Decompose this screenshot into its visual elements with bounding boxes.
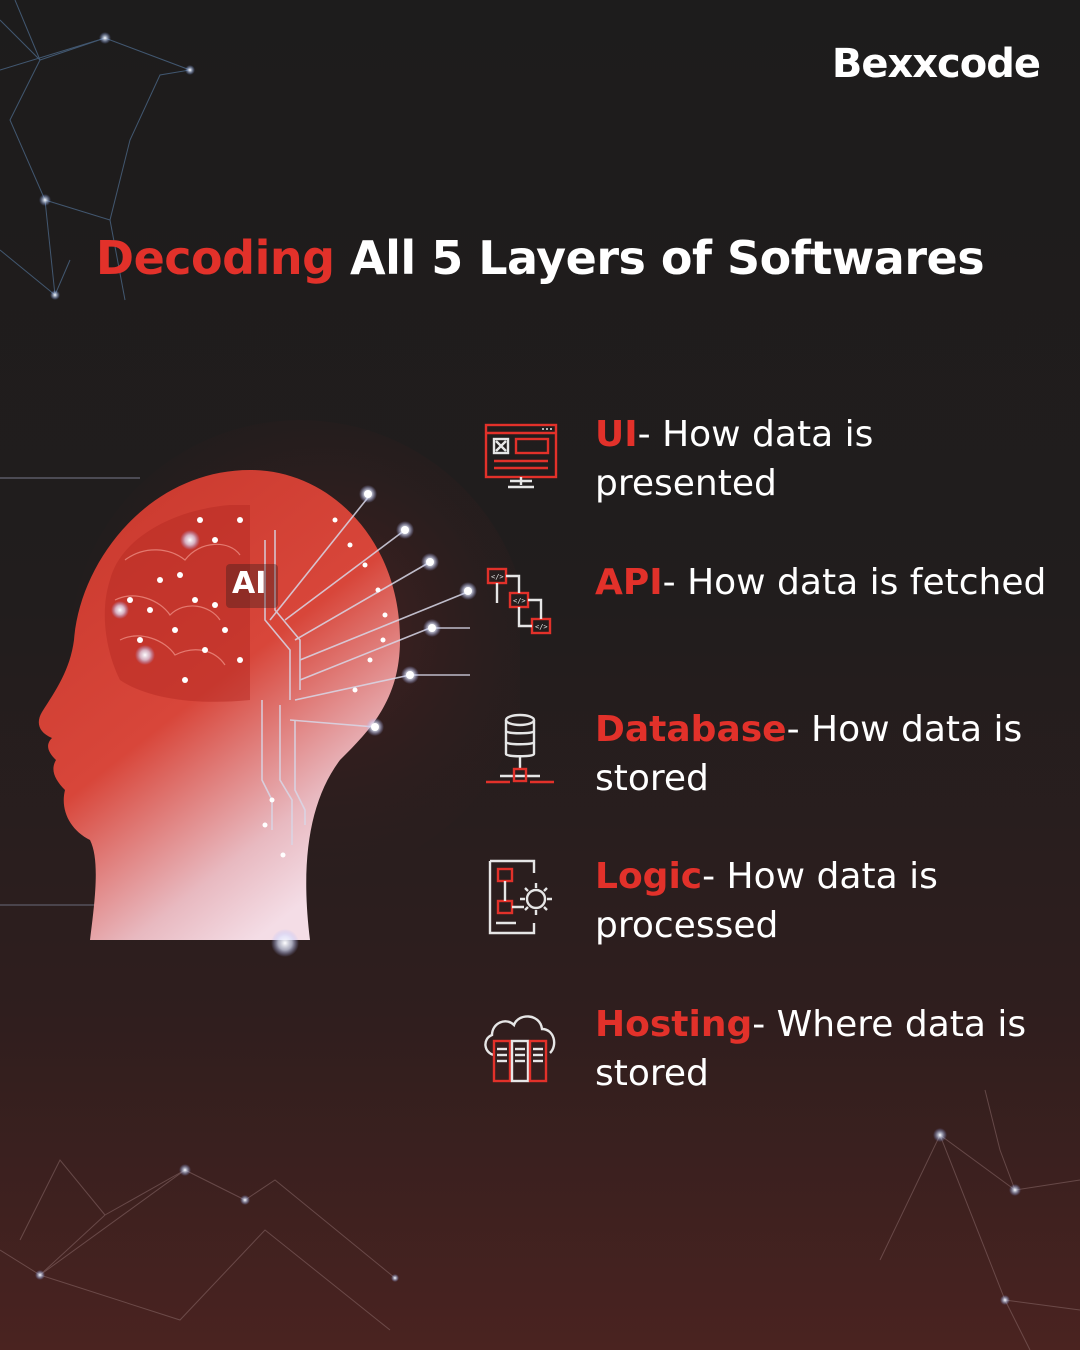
layer-ui-text: UI- How data is presented bbox=[595, 410, 1055, 508]
layer-ui-name: UI bbox=[595, 414, 638, 455]
layer-logic: Logic- How data is processed bbox=[480, 852, 1060, 972]
brand-logo: Bexxcode bbox=[831, 41, 1041, 87]
ai-head-illustration bbox=[0, 420, 520, 957]
layer-logic-text: Logic- How data is processed bbox=[595, 852, 1055, 950]
cloud-server-icon bbox=[484, 1015, 556, 1083]
svg-text:</>: </> bbox=[513, 597, 526, 605]
layer-hosting-text: Hosting- Where data is stored bbox=[595, 1000, 1055, 1098]
title-rest: All 5 Layers of Softwares bbox=[350, 231, 985, 285]
layer-database-name: Database bbox=[595, 709, 787, 750]
ai-label: AI bbox=[232, 566, 267, 601]
layer-ui: UI- How data is presented bbox=[480, 410, 1060, 530]
layer-database: Database- How data is stored bbox=[480, 705, 1060, 825]
layer-api-name: API bbox=[595, 562, 663, 603]
database-icon bbox=[486, 713, 554, 784]
svg-text:</>: </> bbox=[491, 573, 504, 581]
layer-logic-name: Logic bbox=[595, 856, 703, 897]
layer-database-desc: - How data is stored bbox=[595, 709, 1023, 799]
title-accent: Decoding bbox=[95, 231, 335, 285]
svg-text:</>: </> bbox=[535, 623, 548, 631]
layer-database-text: Database- How data is stored bbox=[595, 705, 1055, 803]
layer-logic-desc: - How data is processed bbox=[595, 856, 938, 946]
logic-gear-icon bbox=[488, 859, 552, 935]
layer-ui-desc: - How data is presented bbox=[595, 414, 874, 504]
layer-api-text: API- How data is fetched bbox=[595, 558, 1055, 607]
layer-hosting-name: Hosting bbox=[595, 1004, 753, 1045]
monitor-ui-icon bbox=[484, 423, 558, 489]
layer-hosting: Hosting- Where data is stored bbox=[480, 1000, 1060, 1120]
api-flow-icon: </> </> </> bbox=[486, 567, 552, 635]
layer-api: </> </> </> API- How data is fetched bbox=[480, 558, 1060, 678]
page-title: Decoding All 5 Layers of Softwares bbox=[0, 228, 1080, 288]
layer-hosting-desc: - Where data is stored bbox=[595, 1004, 1027, 1094]
layer-api-desc: - How data is fetched bbox=[662, 562, 1047, 603]
